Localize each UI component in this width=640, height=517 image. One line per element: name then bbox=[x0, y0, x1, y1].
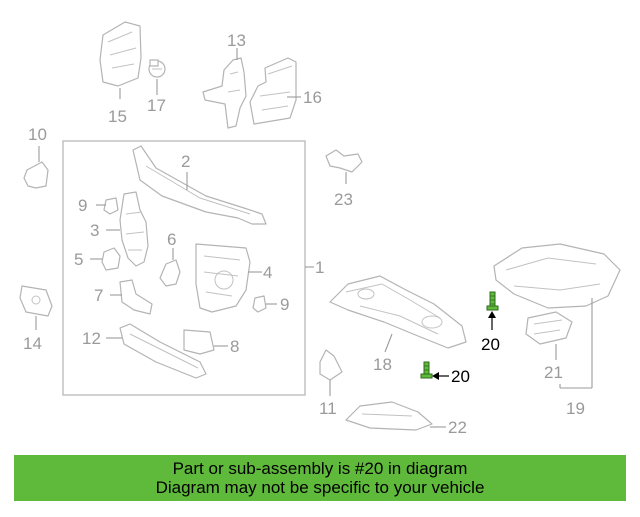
callout-22[interactable]: 22 bbox=[448, 418, 467, 437]
part-9a-shape[interactable] bbox=[103, 197, 119, 215]
callout-11[interactable]: 11 bbox=[319, 399, 337, 418]
part-4-shape[interactable] bbox=[195, 243, 251, 313]
part-5-shape[interactable] bbox=[101, 247, 121, 271]
callout-14[interactable]: 14 bbox=[23, 334, 42, 353]
part-22-shape[interactable] bbox=[345, 401, 433, 431]
callout-12[interactable]: 12 bbox=[82, 329, 101, 348]
callout-19[interactable]: 19 bbox=[566, 399, 585, 418]
part-2-shape[interactable] bbox=[132, 145, 267, 225]
callout-2[interactable]: 2 bbox=[181, 152, 190, 171]
callout-10[interactable]: 10 bbox=[28, 125, 47, 144]
leader-18 bbox=[384, 333, 393, 353]
banner-line-2: Diagram may not be specific to your vehi… bbox=[155, 478, 485, 497]
leader-20b bbox=[432, 372, 449, 380]
callout-16[interactable]: 16 bbox=[303, 88, 322, 107]
part-9b-shape[interactable] bbox=[252, 295, 267, 313]
part-20-bolt-lower[interactable] bbox=[420, 361, 433, 379]
callout-9-left[interactable]: 9 bbox=[78, 196, 87, 215]
part-13-shape[interactable] bbox=[202, 57, 247, 129]
callout-21[interactable]: 21 bbox=[544, 363, 563, 382]
part-19-shape[interactable] bbox=[493, 243, 621, 309]
callout-7[interactable]: 7 bbox=[94, 286, 103, 305]
callout-6[interactable]: 6 bbox=[167, 230, 176, 249]
callout-8[interactable]: 8 bbox=[230, 337, 239, 356]
info-banner: Part or sub-assembly is #20 in diagram D… bbox=[14, 455, 626, 501]
part-11-shape[interactable] bbox=[319, 349, 343, 381]
part-20-bolt-upper[interactable] bbox=[486, 291, 499, 311]
part-12-shape[interactable] bbox=[119, 323, 207, 379]
part-14-shape[interactable] bbox=[19, 285, 53, 317]
part-15-shape[interactable] bbox=[99, 21, 142, 87]
part-10-shape[interactable] bbox=[23, 161, 49, 189]
callout-1[interactable]: 1 bbox=[315, 258, 324, 277]
callout-5[interactable]: 5 bbox=[74, 250, 83, 269]
part-3-shape[interactable] bbox=[119, 191, 149, 267]
callout-13[interactable]: 13 bbox=[227, 31, 246, 50]
part-7-shape[interactable] bbox=[119, 279, 153, 315]
part-23-shape[interactable] bbox=[325, 149, 363, 173]
part-17-shape[interactable] bbox=[148, 59, 166, 78]
part-18-shape[interactable] bbox=[329, 275, 467, 349]
leader-20a bbox=[488, 311, 496, 330]
assembly-frame bbox=[62, 140, 306, 396]
callout-18[interactable]: 18 bbox=[373, 355, 392, 374]
part-16-shape[interactable] bbox=[249, 57, 297, 125]
banner-line-1: Part or sub-assembly is #20 in diagram bbox=[172, 459, 468, 478]
part-6-shape[interactable] bbox=[159, 259, 181, 287]
callout-20-lower[interactable]: 20 bbox=[451, 367, 470, 386]
part-8-shape[interactable] bbox=[183, 329, 215, 355]
callout-15[interactable]: 15 bbox=[108, 107, 127, 126]
callout-9-right[interactable]: 9 bbox=[280, 295, 289, 314]
part-21-shape[interactable] bbox=[525, 311, 573, 345]
callout-3[interactable]: 3 bbox=[90, 221, 99, 240]
callout-20-upper[interactable]: 20 bbox=[481, 335, 500, 354]
callout-23[interactable]: 23 bbox=[334, 190, 353, 209]
callout-17[interactable]: 17 bbox=[147, 96, 166, 115]
callout-4[interactable]: 4 bbox=[263, 263, 272, 282]
